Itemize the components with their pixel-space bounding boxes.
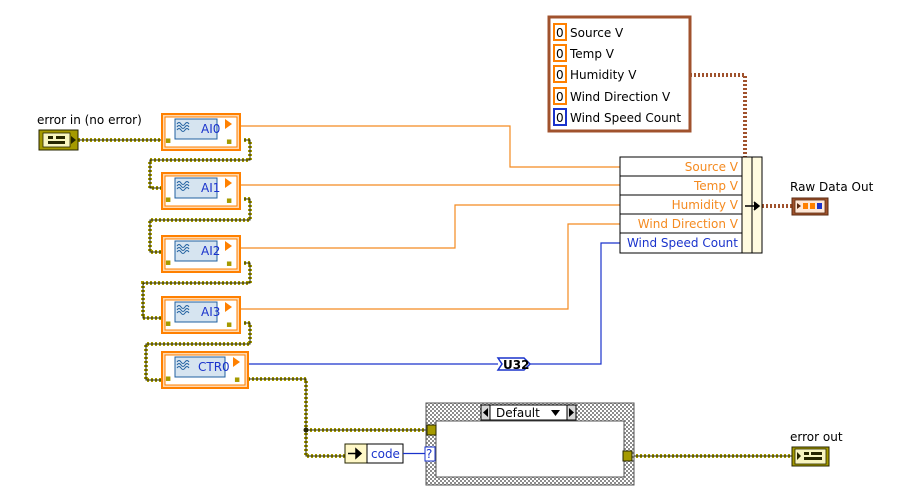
conversion-label: U32 — [503, 358, 529, 372]
bundle-field[interactable]: Wind Direction V — [638, 217, 739, 231]
daq-read-node[interactable]: ▪ AI3 ▪ — [161, 296, 241, 334]
data-wires — [240, 73, 792, 365]
daq-read-icon — [174, 301, 218, 323]
element-label: Temp V — [569, 47, 615, 61]
cluster-element[interactable]: 0 Wind Direction V — [553, 87, 671, 105]
numeric-value: 0 — [556, 111, 564, 125]
cluster-element[interactable]: 0 Source V — [553, 23, 624, 41]
svg-text:▪: ▪ — [165, 136, 171, 146]
raw-data-out-terminal[interactable] — [791, 197, 829, 216]
unbundle-field[interactable]: code — [371, 447, 400, 461]
selector-value: Default — [496, 406, 540, 420]
daq-read-icon — [174, 240, 218, 262]
element-label: Source V — [570, 26, 624, 40]
daq-read-node[interactable]: ▪ AI1 ▪ — [161, 172, 241, 210]
cluster-constant[interactable]: 0 Source V 0 Temp V 0 Humidity V 0 Wind … — [547, 15, 692, 133]
case-structure[interactable]: Default ? — [424, 402, 635, 486]
svg-text:▪: ▪ — [165, 258, 171, 268]
daq-channel-label: AI1 — [201, 181, 220, 195]
unbundle-by-name-icon — [348, 447, 363, 460]
bundle-field[interactable]: Source V — [685, 160, 739, 174]
svg-text:▪: ▪ — [226, 259, 232, 269]
numeric-value: 0 — [556, 90, 564, 104]
svg-text:▪: ▪ — [226, 320, 232, 330]
svg-text:▪: ▪ — [165, 195, 171, 205]
chevron-down-icon[interactable] — [551, 410, 560, 416]
daq-counter-node[interactable]: ▪ CTR0 ▪ — [161, 351, 249, 389]
numeric-value: 0 — [556, 47, 564, 61]
error-in-terminal[interactable] — [38, 129, 79, 151]
error-in-label: error in (no error) — [37, 113, 142, 127]
svg-text:▪: ▪ — [165, 374, 171, 384]
svg-text:▪: ▪ — [165, 319, 171, 329]
svg-text:▪: ▪ — [234, 375, 240, 385]
daq-channel-label: CTR0 — [198, 360, 230, 374]
bundle-field[interactable]: Humidity V — [672, 198, 739, 212]
daq-read-node[interactable]: ▪ AI0 ▪ — [161, 113, 241, 151]
daq-read-icon — [174, 177, 218, 199]
numeric-value: 0 — [556, 26, 564, 40]
bundle-field[interactable]: Wind Speed Count — [627, 236, 738, 250]
daq-read-icon — [174, 356, 226, 378]
daq-read-node[interactable]: ▪ AI2 ▪ — [161, 235, 241, 273]
svg-text:▪: ▪ — [226, 137, 232, 147]
cluster-element[interactable]: 0 Wind Speed Count — [553, 108, 681, 126]
tunnel — [426, 424, 437, 436]
numeric-value: 0 — [556, 68, 564, 82]
element-label: Wind Speed Count — [570, 111, 681, 125]
daq-read-icon — [174, 118, 218, 140]
unbundle-by-name-node[interactable]: code — [344, 443, 404, 464]
error-out-terminal[interactable] — [791, 446, 830, 467]
svg-text:▪: ▪ — [226, 196, 232, 206]
error-cluster-icon — [804, 452, 822, 460]
selector-terminal-label: ? — [426, 447, 432, 461]
decrement-icon[interactable] — [483, 408, 488, 417]
cluster-element[interactable]: 0 Humidity V — [553, 65, 637, 83]
daq-channel-label: AI2 — [201, 244, 220, 258]
error-cluster-icon — [48, 136, 65, 144]
cluster-indicator-icon — [797, 203, 822, 209]
daq-channel-label: AI3 — [201, 305, 220, 319]
case-selector[interactable]: Default — [480, 404, 577, 421]
tunnel — [622, 450, 633, 462]
cluster-element[interactable]: 0 Temp V — [553, 44, 615, 62]
u32-conversion-node[interactable]: U32 — [496, 357, 532, 372]
element-label: Humidity V — [570, 68, 637, 82]
raw-data-out-label: Raw Data Out — [790, 180, 874, 194]
error-out-label: error out — [790, 430, 843, 444]
bundle-field[interactable]: Temp V — [693, 179, 739, 193]
daq-channel-label: AI0 — [201, 122, 220, 136]
increment-icon[interactable] — [569, 408, 574, 417]
element-label: Wind Direction V — [570, 90, 671, 104]
bundle-by-name-node[interactable]: Source V Temp V Humidity V Wind Directio… — [619, 156, 763, 254]
